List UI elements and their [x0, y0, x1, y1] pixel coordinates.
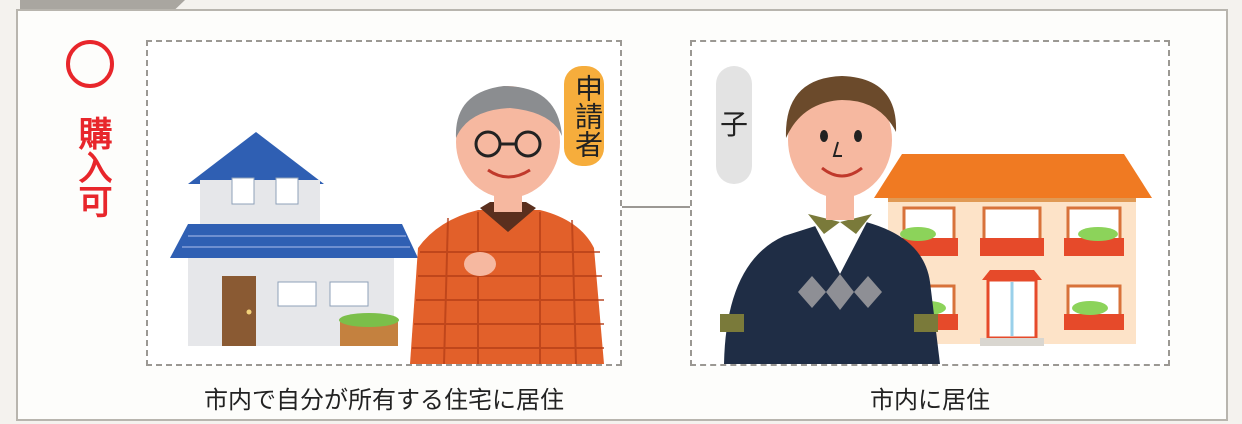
applicant-panel: 申請者 [146, 40, 622, 366]
applicant-illustration [170, 86, 604, 364]
house-icon [170, 132, 418, 346]
circle-ok-icon [66, 40, 114, 88]
child-caption: 市内に居住 [870, 386, 990, 414]
applicant-caption: 市内で自分が所有する住宅に居住 [204, 386, 564, 414]
applicant-badge: 申請者 [564, 66, 604, 166]
child-person-icon [720, 76, 940, 364]
child-panel: 子 [690, 40, 1170, 366]
child-badge: 子 [716, 66, 752, 184]
child-illustration [720, 76, 1152, 364]
header-tab [20, 0, 185, 11]
applicant-person-icon [410, 86, 604, 364]
status-label: 購入可 [72, 116, 112, 218]
connector-line [622, 206, 690, 208]
